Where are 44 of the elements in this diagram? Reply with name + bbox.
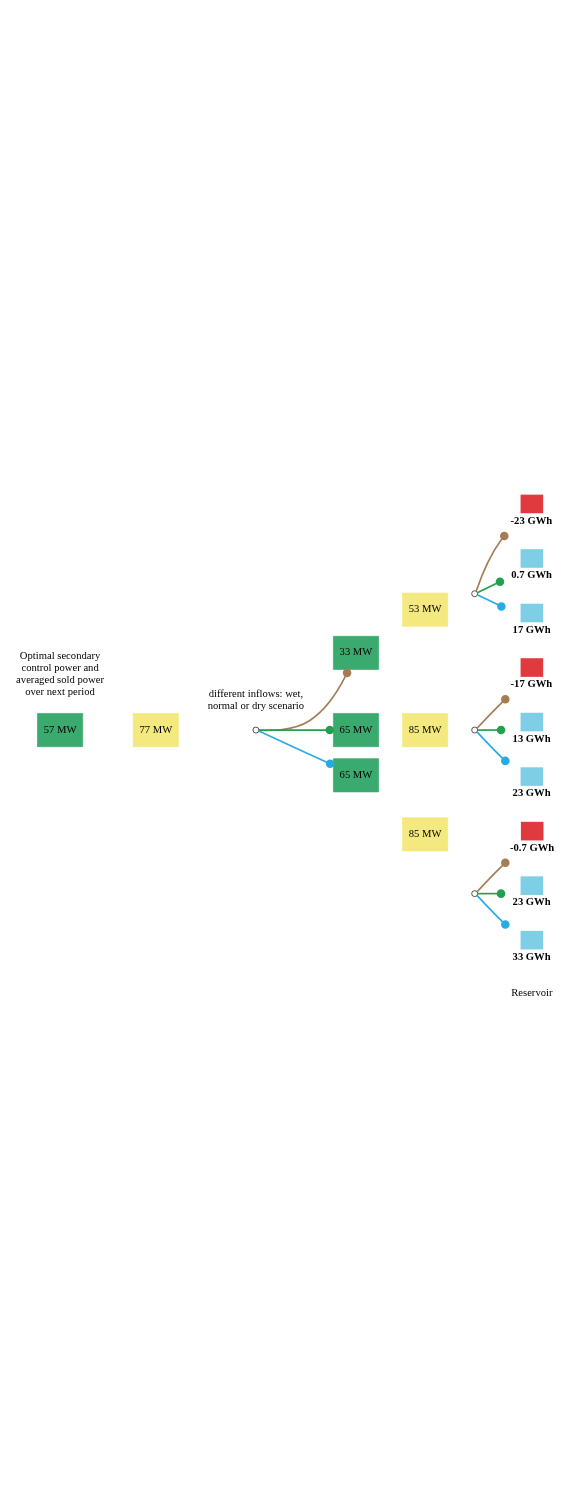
node-label: -23 GWh (510, 514, 553, 526)
node-box (520, 712, 544, 731)
node-label: 23 GWh (512, 895, 551, 907)
connector (475, 531, 509, 592)
connector (258, 729, 335, 768)
connector (476, 894, 510, 929)
node-box (520, 821, 544, 840)
node-label: -0.7 GWh (509, 841, 555, 853)
node-box (520, 766, 544, 786)
node-box (520, 548, 544, 568)
connector (476, 725, 506, 734)
node-label: 13 GWh (512, 732, 551, 744)
connector (476, 694, 510, 729)
node-label: -17 GWh (510, 677, 553, 689)
label: Optimal secondary control power and averaged sold power over next period (16, 649, 105, 697)
node-box (520, 875, 544, 895)
label: Reservoir (511, 986, 553, 998)
node-box: 53 MW (402, 592, 449, 627)
node-circle (252, 726, 260, 733)
node-label: 0.7 GWh (511, 568, 553, 580)
node-box: 57 MW (37, 712, 83, 747)
node-box: 65 MW (333, 712, 379, 747)
node-circle (471, 889, 478, 897)
connector (476, 858, 510, 892)
connector (258, 725, 335, 734)
node-label: 23 GWh (512, 786, 551, 798)
node-circle (471, 589, 478, 597)
connector (476, 576, 505, 593)
node-box (520, 603, 544, 622)
connector (476, 730, 510, 765)
node-box: 65 MW (333, 757, 379, 792)
node-box (520, 494, 544, 513)
node-circle (471, 726, 478, 733)
label: different inflows: wet, normal or dry scenario (207, 687, 305, 711)
node-label: 17 GWh (512, 623, 551, 635)
connector (476, 888, 506, 898)
node-box: 33 MW (333, 635, 379, 670)
node-box: 77 MW (132, 712, 179, 747)
node-box (520, 930, 544, 949)
node-box: 85 MW (402, 817, 449, 851)
node-label: 33 GWh (512, 950, 551, 962)
connector (476, 593, 506, 611)
node-box (520, 657, 544, 677)
node-box: 85 MW (402, 712, 449, 747)
